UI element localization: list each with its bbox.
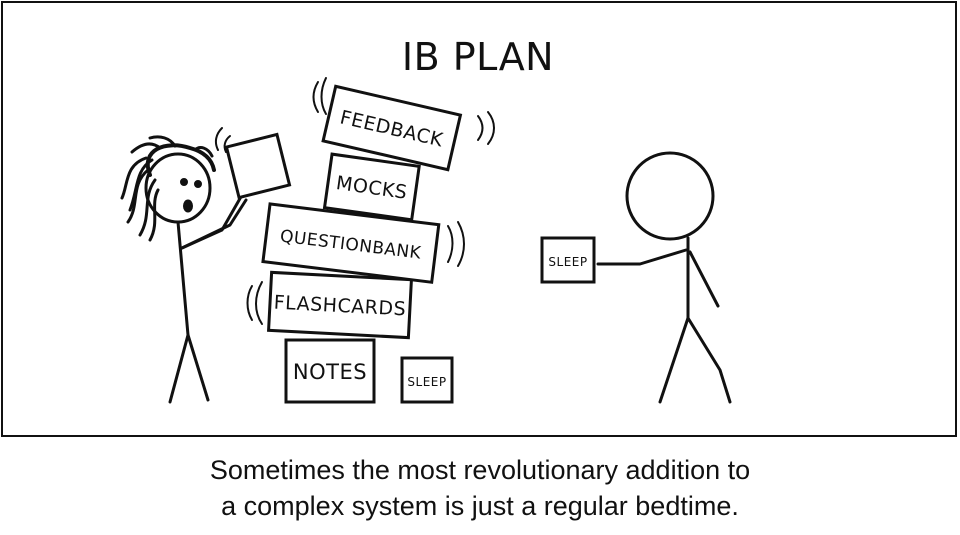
student-figure: [120, 135, 248, 404]
caption-line-1: Sometimes the most revolutionary additio…: [209, 455, 751, 485]
block-feedback: FEEDBACK: [321, 84, 463, 172]
block-mocks: MOCKS: [322, 152, 421, 222]
sleep-card-held: SLEEP: [540, 236, 596, 284]
motion-marks-stack: [246, 77, 495, 325]
comic-art: IB PLAN: [120, 35, 732, 404]
helper-figure: [596, 151, 732, 404]
block-sleep-floor-label: SLEEP: [407, 375, 446, 389]
comic-caption: Sometimes the most revolutionary additio…: [0, 452, 960, 524]
sleep-card-held-label: SLEEP: [548, 255, 587, 269]
motion-marks-paper: [214, 127, 231, 153]
block-flashcards: FLASHCARDS: [267, 270, 413, 340]
wobbly-stack: NOTES FLASHCARDS QUESTIONBANK MOCKS FEED…: [261, 84, 463, 404]
block-notes: NOTES: [284, 338, 376, 404]
comic-panel: [1, 1, 957, 437]
caption-line-2: a complex system is just a regular bedti…: [221, 491, 739, 521]
comic-title: IB PLAN: [402, 35, 554, 79]
block-sleep-floor: SLEEP: [400, 356, 454, 404]
block-questionbank: QUESTIONBANK: [261, 202, 441, 284]
held-paper: [224, 132, 292, 200]
block-notes-label: NOTES: [293, 360, 367, 384]
